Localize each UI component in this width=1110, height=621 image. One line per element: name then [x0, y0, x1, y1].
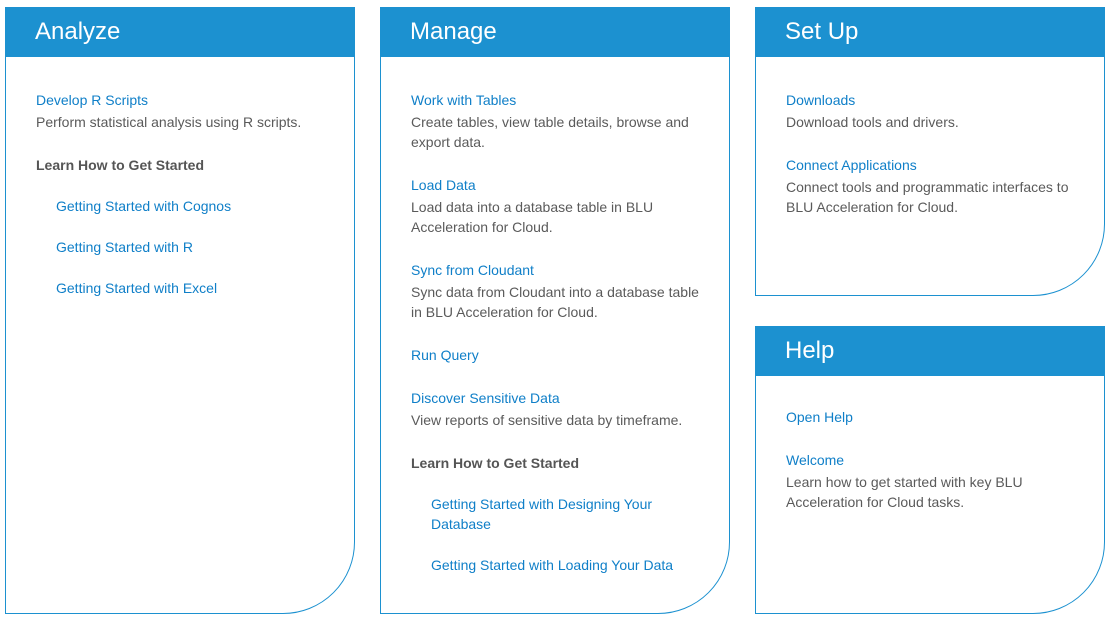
- item-description: Perform statistical analysis using R scr…: [36, 114, 302, 130]
- downloads-link[interactable]: Downloads: [786, 92, 856, 108]
- work-with-tables-link[interactable]: Work with Tables: [411, 92, 517, 108]
- run-query-link[interactable]: Run Query: [411, 347, 479, 363]
- welcome-link[interactable]: Welcome: [786, 452, 845, 468]
- item-description: View reports of sensitive data by timefr…: [411, 412, 683, 428]
- manage-card-title: Manage: [380, 7, 730, 57]
- analyze-card-title: Analyze: [5, 7, 355, 57]
- list-item: Develop R Scripts Perform statistical an…: [36, 90, 324, 132]
- open-help-link[interactable]: Open Help: [786, 409, 853, 425]
- learn-section-title: Learn How to Get Started: [36, 157, 205, 173]
- help-card-title: Help: [755, 326, 1105, 376]
- list-item: Load Data Load data into a database tabl…: [411, 175, 699, 237]
- getting-started-excel-link[interactable]: Getting Started with Excel: [56, 280, 218, 296]
- sync-from-cloudant-link[interactable]: Sync from Cloudant: [411, 262, 534, 278]
- manage-card: Manage Work with Tables Create tables, v…: [380, 7, 730, 614]
- learn-section-title: Learn How to Get Started: [411, 455, 580, 471]
- item-description: Sync data from Cloudant into a database …: [411, 284, 699, 320]
- getting-started-designing-database-link[interactable]: Getting Started with Designing Your Data…: [431, 496, 653, 532]
- list-item: Sync from Cloudant Sync data from Clouda…: [411, 260, 699, 322]
- getting-started-cognos-link[interactable]: Getting Started with Cognos: [56, 198, 232, 214]
- load-data-link[interactable]: Load Data: [411, 177, 476, 193]
- item-description: Create tables, view table details, brows…: [411, 114, 689, 150]
- discover-sensitive-data-link[interactable]: Discover Sensitive Data: [411, 390, 560, 406]
- item-description: Download tools and drivers.: [786, 114, 959, 130]
- getting-started-r-link[interactable]: Getting Started with R: [56, 239, 193, 255]
- analyze-card: Analyze Develop R Scripts Perform statis…: [5, 7, 355, 614]
- list-item: Work with Tables Create tables, view tab…: [411, 90, 699, 152]
- getting-started-loading-data-link[interactable]: Getting Started with Loading Your Data: [431, 557, 674, 573]
- item-description: Connect tools and programmatic interface…: [786, 179, 1069, 215]
- develop-r-scripts-link[interactable]: Develop R Scripts: [36, 92, 149, 108]
- list-item: Connect Applications Connect tools and p…: [786, 155, 1074, 217]
- connect-applications-link[interactable]: Connect Applications: [786, 157, 917, 173]
- list-item: Open Help: [786, 407, 1074, 427]
- item-description: Learn how to get started with key BLU Ac…: [786, 474, 1023, 510]
- setup-card: Set Up Downloads Download tools and driv…: [755, 7, 1105, 296]
- list-item: Discover Sensitive Data View reports of …: [411, 388, 699, 430]
- list-item: Run Query: [411, 345, 699, 365]
- list-item: Welcome Learn how to get started with ke…: [786, 450, 1074, 512]
- setup-card-title: Set Up: [755, 7, 1105, 57]
- item-description: Load data into a database table in BLU A…: [411, 199, 654, 235]
- list-item: Downloads Download tools and drivers.: [786, 90, 1074, 132]
- help-card: Help Open Help Welcome Learn how to get …: [755, 326, 1105, 614]
